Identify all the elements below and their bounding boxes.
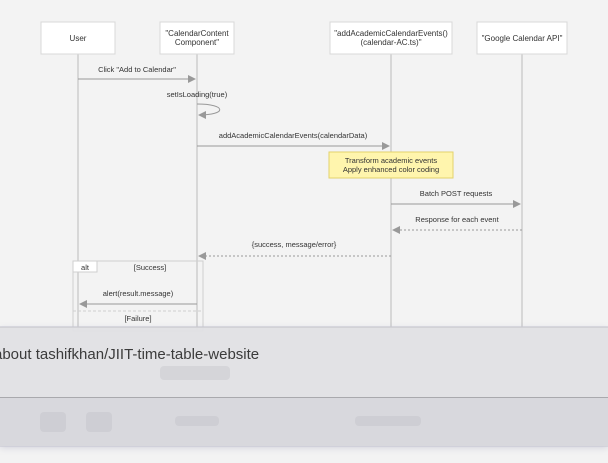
participant-add-academic-calendar-events: "addAcademicCalendarEvents() (calendar-A… <box>329 21 453 55</box>
alt-failure-label: [Failure] <box>124 314 151 323</box>
participant-user: User <box>40 21 116 55</box>
message-label-click-add: Click "Add to Calendar" <box>98 65 176 74</box>
overlay-divider <box>0 397 608 398</box>
alt-frame-tag: alt <box>81 263 90 272</box>
note-transform-events: Transform academic events Apply enhanced… <box>328 151 454 179</box>
overlay-ghost-text-1 <box>175 416 219 426</box>
overlay-ghost-icon-2 <box>86 412 112 432</box>
overlay-ghost-block <box>160 366 230 380</box>
message-label-response: Response for each event <box>415 215 499 224</box>
message-label-success-message: {success, message/error} <box>252 240 337 249</box>
message-label-alert: alert(result.message) <box>103 289 174 298</box>
participant-ac-label-line2: (calendar-AC.ts)" <box>360 38 421 47</box>
message-label-set-loading: setIsLoading(true) <box>167 90 228 99</box>
participant-ccc-label-line2: Component" <box>175 38 219 47</box>
overlay-footer <box>0 398 608 446</box>
note-line-2: Apply enhanced color coding <box>343 165 439 174</box>
participant-google-calendar-api: "Google Calendar API" <box>476 21 568 55</box>
participant-ac-label-line1: "addAcademicCalendarEvents() <box>334 29 448 38</box>
participant-gapi-label: "Google Calendar API" <box>482 34 563 43</box>
overlay-ghost-icon-1 <box>40 412 66 432</box>
note-line-1: Transform academic events <box>345 156 438 165</box>
message-label-add-events: addAcademicCalendarEvents(calendarData) <box>219 131 368 140</box>
alt-success-label: [Success] <box>134 263 167 272</box>
message-arrow-set-loading <box>196 103 221 119</box>
participant-user-label: User <box>70 34 87 43</box>
overlay-ghost-text-2 <box>355 416 421 426</box>
overlay-title: about tashifkhan/JIIT-time-table-website <box>0 346 260 363</box>
message-label-batch-post: Batch POST requests <box>420 189 493 198</box>
participant-ccc-label-line1: "CalendarContent <box>165 29 229 38</box>
repository-overlay-panel: about tashifkhan/JIIT-time-table-website <box>0 327 608 446</box>
participant-calendar-content-component: "CalendarContent Component" <box>159 21 235 55</box>
